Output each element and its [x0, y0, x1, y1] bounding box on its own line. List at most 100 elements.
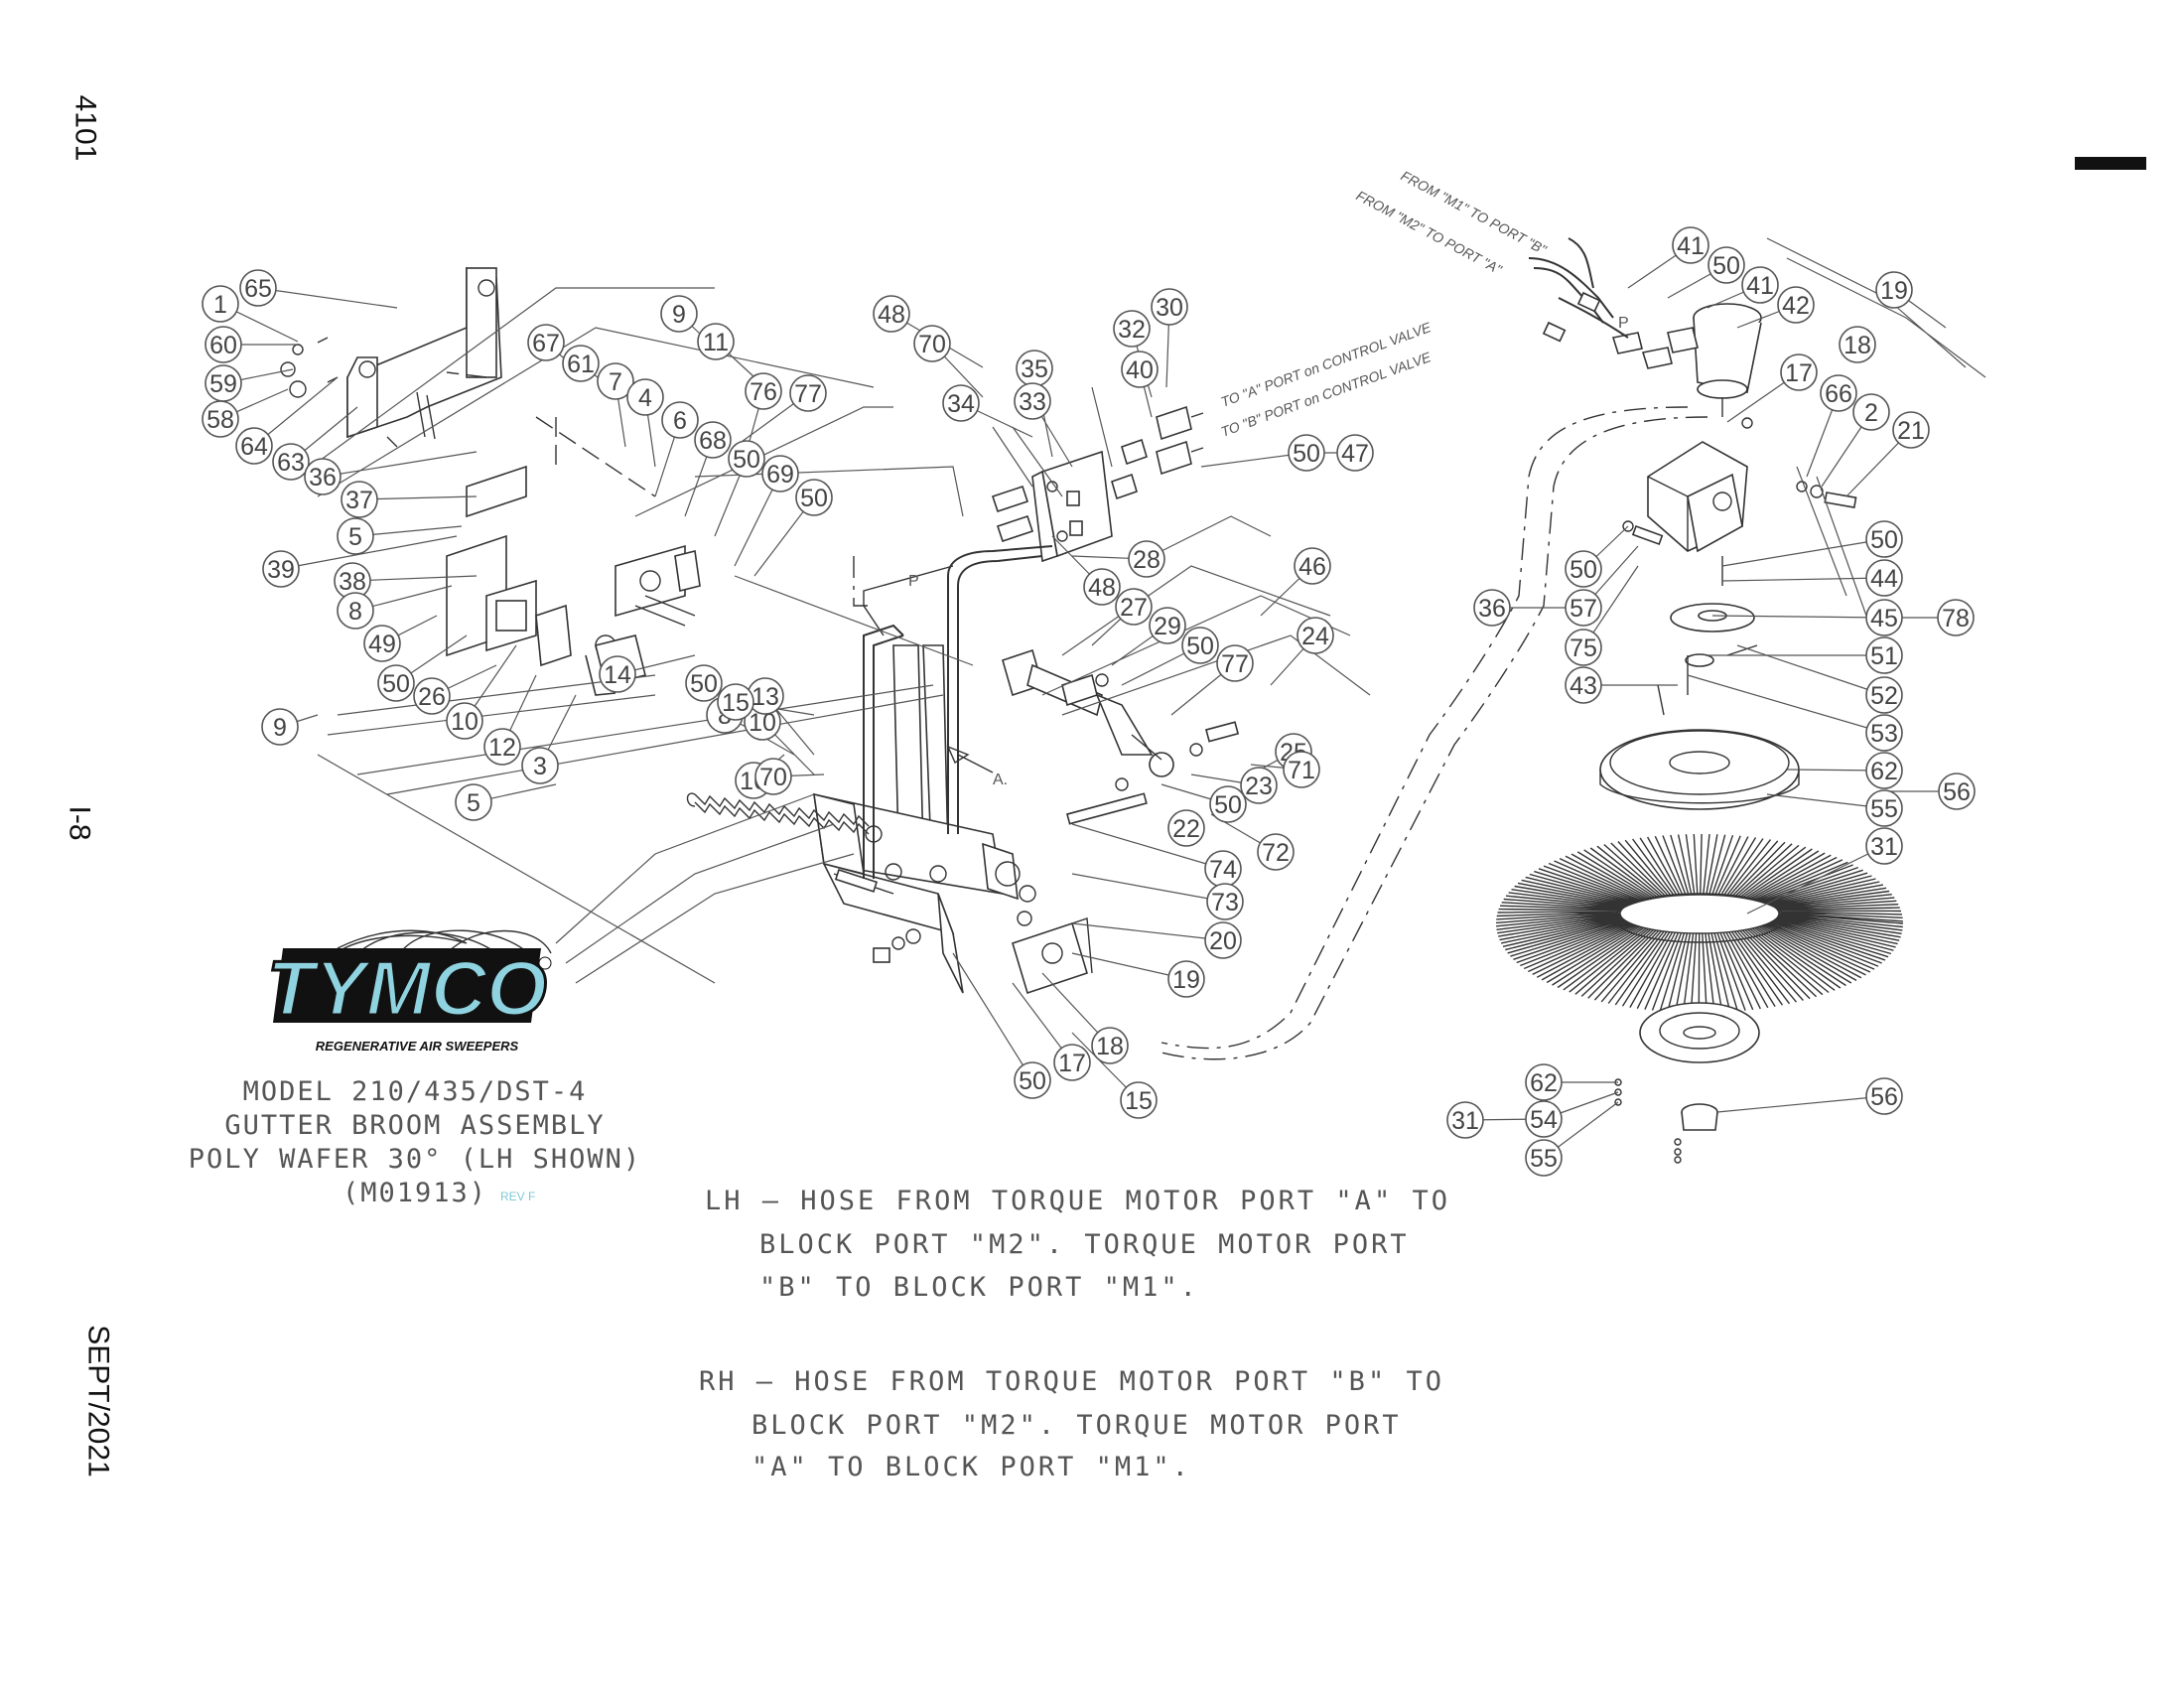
callout-56: 56	[1865, 1077, 1903, 1115]
note-rh-line1: RH – HOSE FROM TORQUE MOTOR PORT "B" TO	[699, 1366, 1444, 1397]
svg-text:32: 32	[1118, 316, 1146, 344]
callout-4: 4	[626, 378, 664, 416]
callout-14: 14	[599, 655, 636, 693]
svg-text:34: 34	[947, 390, 975, 418]
callout-9: 9	[261, 708, 299, 746]
svg-text:31: 31	[1451, 1107, 1479, 1135]
callout-78: 78	[1937, 599, 1975, 636]
tymco-logo: TYMCO REGENERATIVE AIR SWEEPERS	[266, 929, 552, 1054]
svg-text:20: 20	[1209, 927, 1237, 955]
svg-text:41: 41	[1677, 232, 1705, 260]
from-m2-label: FROM "M2" TO PORT "A"	[1354, 188, 1506, 278]
callout-48: 48	[873, 295, 910, 333]
svg-text:40: 40	[1126, 356, 1154, 384]
callout-23: 23	[1240, 767, 1278, 804]
callout-34: 34	[942, 384, 980, 422]
svg-text:19: 19	[1172, 966, 1200, 994]
callout-6: 6	[661, 401, 699, 439]
note-lh-line2: BLOCK PORT "M2". TORQUE MOTOR PORT	[759, 1229, 1410, 1260]
callout-50: 50	[1565, 550, 1602, 588]
callout-50: 50	[1707, 246, 1745, 284]
svg-text:15: 15	[722, 689, 750, 717]
svg-text:2: 2	[1864, 399, 1878, 427]
svg-text:36: 36	[309, 464, 337, 492]
callout-leader	[1736, 644, 1885, 696]
svg-text:43: 43	[1570, 672, 1597, 700]
note-lh-line1: LH – HOSE FROM TORQUE MOTOR PORT "A" TO	[705, 1186, 1450, 1216]
callout-60: 60	[205, 326, 242, 363]
svg-text:37: 37	[345, 487, 373, 514]
callout-68: 68	[694, 421, 732, 459]
svg-text:50: 50	[1293, 440, 1320, 468]
callout-leader	[1687, 674, 1885, 734]
svg-text:48: 48	[878, 301, 905, 329]
broom-bristles	[1495, 833, 1904, 1014]
callout-53: 53	[1865, 714, 1903, 752]
svg-text:19: 19	[1880, 277, 1908, 305]
callout-28: 28	[1128, 540, 1165, 578]
corner-tab-mark	[2075, 157, 2146, 170]
svg-text:59: 59	[209, 370, 237, 398]
svg-text:11: 11	[703, 329, 729, 356]
svg-text:42: 42	[1782, 292, 1810, 320]
routing-dash-line	[1160, 406, 1689, 1050]
callout-65: 65	[239, 269, 277, 307]
callout-74: 74	[1204, 850, 1242, 888]
from-m1-label: FROM "M1" TO PORT "B"	[1399, 168, 1551, 258]
return-spring	[686, 792, 894, 895]
svg-text:27: 27	[1120, 594, 1148, 622]
callout-45: 45	[1865, 599, 1903, 636]
callout-leader	[1071, 823, 1224, 870]
svg-text:48: 48	[1088, 574, 1116, 602]
callout-26: 26	[413, 677, 451, 715]
callout-58: 58	[202, 400, 239, 438]
callout-37: 37	[341, 481, 378, 518]
svg-text:26: 26	[418, 683, 446, 711]
svg-text:77: 77	[794, 380, 822, 408]
callout-43: 43	[1565, 666, 1602, 704]
svg-text:58: 58	[206, 406, 234, 434]
svg-text:23: 23	[1245, 773, 1273, 800]
callout-17: 17	[1780, 353, 1818, 391]
svg-text:71: 71	[1288, 757, 1315, 784]
callout-70: 70	[754, 758, 792, 795]
svg-text:7: 7	[609, 368, 622, 396]
callout-51: 51	[1865, 636, 1903, 674]
callout-leader	[280, 535, 458, 570]
broom-disc-lower	[1614, 1002, 1760, 1164]
title-model: MODEL 210/435/DST-4	[243, 1076, 588, 1107]
svg-text:38: 38	[339, 568, 366, 596]
svg-text:50: 50	[1186, 633, 1214, 660]
svg-text:50: 50	[1214, 791, 1242, 819]
svg-text:4: 4	[638, 384, 652, 412]
svg-text:8: 8	[348, 598, 362, 626]
callout-leader	[351, 575, 478, 582]
callout-71: 71	[1283, 751, 1320, 788]
callout-63: 63	[272, 443, 310, 481]
callout-76: 76	[745, 372, 782, 410]
mount-plate	[446, 465, 701, 696]
callout-18: 18	[1091, 1027, 1129, 1064]
callout-leader	[1711, 615, 1885, 619]
broom-disc-upper	[1599, 729, 1800, 810]
svg-text:72: 72	[1262, 839, 1290, 867]
callout-57: 57	[1565, 589, 1602, 627]
svg-text:22: 22	[1172, 815, 1200, 843]
callout-leader	[1721, 538, 1885, 567]
callout-21: 21	[1892, 411, 1930, 449]
callout-leader	[257, 287, 398, 309]
svg-text:TYMCO: TYMCO	[267, 944, 547, 1032]
svg-text:31: 31	[1870, 833, 1898, 861]
motor-pressure-port-label: P	[1618, 315, 1629, 332]
svg-text:70: 70	[918, 331, 946, 358]
callout-40: 40	[1121, 351, 1159, 388]
svg-text:6: 6	[673, 407, 687, 435]
svg-text:5: 5	[467, 789, 480, 817]
callout-5: 5	[455, 783, 492, 821]
callout-48: 48	[1083, 568, 1121, 606]
callout-55: 55	[1865, 789, 1903, 827]
callout-24: 24	[1297, 617, 1334, 654]
note-rh-line3: "A" TO BLOCK PORT "M1".	[751, 1452, 1191, 1482]
svg-text:73: 73	[1211, 889, 1239, 916]
